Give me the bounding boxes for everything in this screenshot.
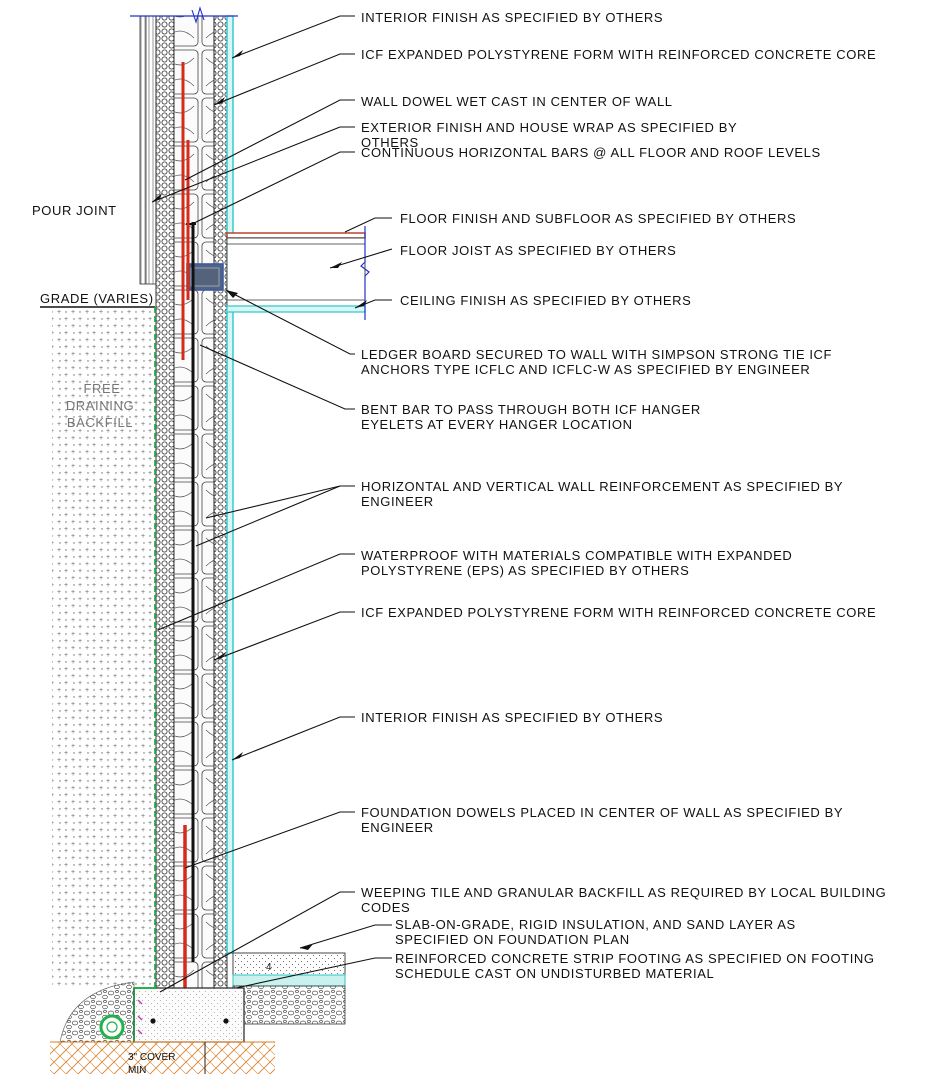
leader-arrowheads	[152, 50, 367, 950]
ceiling-finish-layer	[226, 305, 366, 313]
callout-icf-form-top: ICF EXPANDED POLYSTYRENE FORM WITH REINF…	[361, 47, 876, 62]
callout-floor-joist: FLOOR JOIST AS SPECIFIED BY OTHERS	[400, 243, 676, 258]
backfill-label-3: BACKFILL	[67, 415, 133, 430]
callout-slab-on-grade: SLAB-ON-GRADE, RIGID INSULATION, AND SAN…	[395, 917, 796, 932]
backfill-label-2: DRAINING	[66, 398, 134, 413]
cover-label-1: 3" COVER	[128, 1052, 175, 1063]
svg-text:4: 4	[266, 962, 272, 973]
weeping-tile	[99, 1014, 125, 1040]
callout-strip-footing-line-2: SCHEDULE CAST ON UNDISTURBED MATERIAL	[395, 966, 714, 981]
undisturbed-soil-left	[50, 1042, 205, 1074]
callout-exterior-finish: EXTERIOR FINISH AND HOUSE WRAP AS SPECIF…	[361, 120, 737, 135]
sand-layer	[232, 985, 346, 1025]
callout-bent-bar: BENT BAR TO PASS THROUGH BOTH ICF HANGER	[361, 402, 701, 417]
callout-wall-dowel: WALL DOWEL WET CAST IN CENTER OF WALL	[361, 94, 673, 109]
callout-ledger-board-line-2: ANCHORS TYPE ICFLC AND ICFLC-W AS SPECIF…	[361, 362, 810, 377]
callout-strip-footing: REINFORCED CONCRETE STRIP FOOTING AS SPE…	[395, 951, 875, 966]
undisturbed-soil-right	[205, 1042, 275, 1074]
callout-ceiling-finish: CEILING FINISH AS SPECIFIED BY OTHERS	[400, 293, 691, 308]
callout-slab-on-grade-line-2: SPECIFIED ON FOUNDATION PLAN	[395, 932, 630, 947]
slab-on-grade	[232, 952, 346, 976]
free-draining-backfill	[52, 308, 155, 988]
grade-label: GRADE (VARIES)	[40, 291, 154, 306]
callout-foundation-dowels: FOUNDATION DOWELS PLACED IN CENTER OF WA…	[361, 805, 843, 820]
icf-eps-exterior	[155, 15, 175, 989]
callout-waterproof-line-2: POLYSTYRENE (EPS) AS SPECIFIED BY OTHERS	[361, 563, 689, 578]
callout-floor-finish: FLOOR FINISH AND SUBFLOOR AS SPECIFIED B…	[400, 211, 796, 226]
callout-weeping-tile: WEEPING TILE AND GRANULAR BACKFILL AS RE…	[361, 885, 886, 900]
joist-break-line	[360, 226, 370, 320]
callout-wall-reinforcement-line-2: ENGINEER	[361, 494, 434, 509]
floor-joist	[226, 237, 366, 307]
backfill-label-1: FREE	[83, 381, 120, 396]
callout-weeping-tile-line-2: CODES	[361, 900, 410, 915]
callout-interior-finish-top: INTERIOR FINISH AS SPECIFIED BY OTHERS	[361, 10, 663, 25]
callout-foundation-dowels-line-2: ENGINEER	[361, 820, 434, 835]
leader-lines	[151, 15, 393, 993]
exterior-siding	[139, 15, 157, 285]
callout-interior-finish-bottom: INTERIOR FINISH AS SPECIFIED BY OTHERS	[361, 710, 663, 725]
callout-icf-form-bottom: ICF EXPANDED POLYSTYRENE FORM WITH REINF…	[361, 605, 876, 620]
callout-waterproof: WATERPROOF WITH MATERIALS COMPATIBLE WIT…	[361, 548, 792, 563]
callout-horizontal-bars: CONTINUOUS HORIZONTAL BARS @ ALL FLOOR A…	[361, 145, 821, 160]
cover-label-2: MIN	[128, 1065, 146, 1076]
callout-bent-bar-line-2: EYELETS AT EVERY HANGER LOCATION	[361, 417, 633, 432]
callout-labels: INTERIOR FINISH AS SPECIFIED BY OTHERS IC…	[361, 10, 886, 981]
callout-ledger-board: LEDGER BOARD SECURED TO WALL WITH SIMPSO…	[361, 347, 832, 362]
pour-joint-label: POUR JOINT	[32, 203, 117, 218]
callout-wall-reinforcement: HORIZONTAL AND VERTICAL WALL REINFORCEME…	[361, 479, 843, 494]
callout-exterior-finish-line-2: OTHERS	[361, 135, 419, 150]
floor-subfloor	[226, 232, 366, 239]
